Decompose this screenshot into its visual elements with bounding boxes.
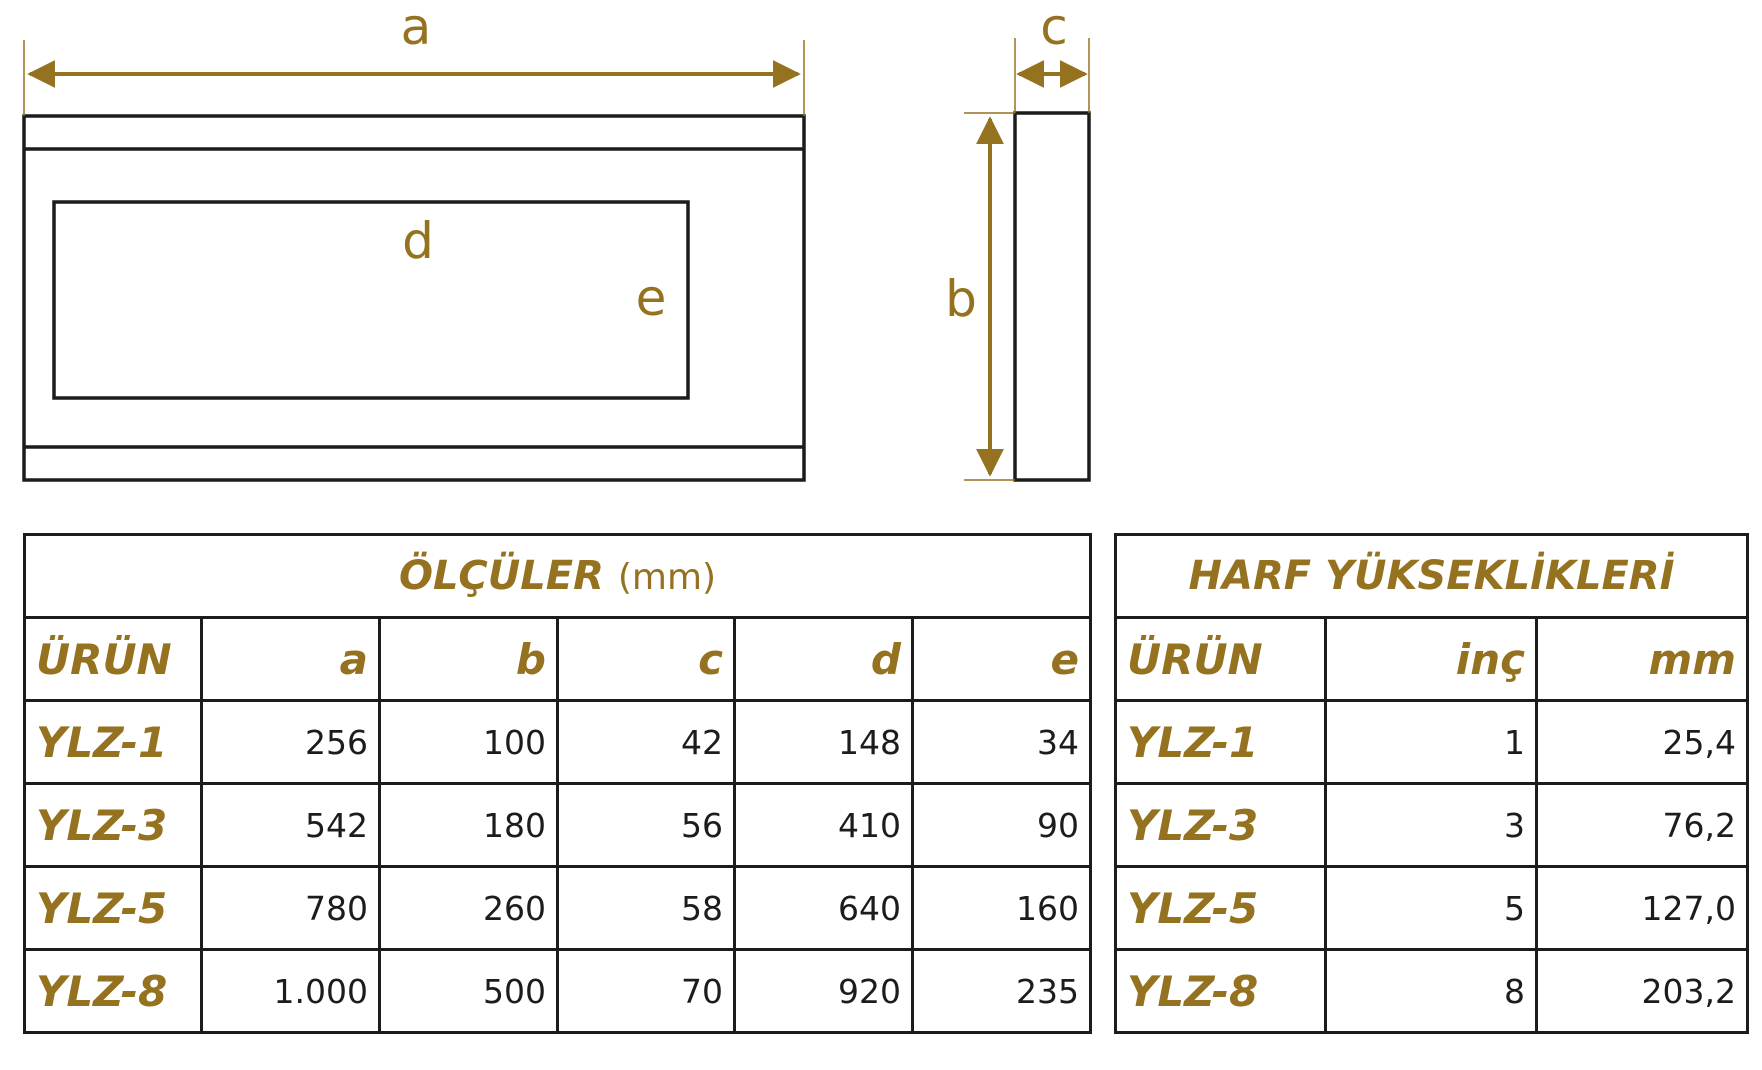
table-row: YLZ-1 1 25,4: [1114, 699, 1749, 785]
value-cell: 5: [1324, 865, 1538, 951]
column-header-b: b: [378, 616, 559, 702]
value-cell: 70: [556, 948, 736, 1034]
value-cell: 160: [911, 865, 1092, 951]
side-view: [1013, 111, 1091, 482]
dimension-a: a: [23, 0, 805, 116]
value-cell: 542: [200, 782, 381, 868]
letter-heights-table: HARF YÜKSEKLİKLERİ ÜRÜN inç mm YLZ-1 1 2…: [1114, 533, 1749, 1034]
column-header-c: c: [556, 616, 736, 702]
product-cell: YLZ-1: [1114, 699, 1327, 785]
front-inner-panel: [52, 200, 690, 400]
column-header-e: e: [911, 616, 1092, 702]
dim-d-label: d: [402, 212, 434, 270]
column-header-a: a: [200, 616, 381, 702]
value-cell: 500: [378, 948, 559, 1034]
dim-e-label: e: [636, 269, 667, 327]
table-row: YLZ-5 5 127,0: [1114, 865, 1749, 951]
table-row: YLZ-8 1.000 500 70 920 235: [23, 948, 1092, 1034]
column-header-mm: mm: [1535, 616, 1749, 702]
product-cell: YLZ-1: [23, 699, 203, 785]
value-cell: 58: [556, 865, 736, 951]
value-cell: 34: [911, 699, 1092, 785]
dimensions-table: ÖLÇÜLER (mm) ÜRÜN a b c d e YLZ-1 256 10…: [23, 533, 1092, 1034]
front-view: [22, 114, 806, 482]
value-cell: 920: [733, 948, 914, 1034]
column-header-product: ÜRÜN: [23, 616, 203, 702]
product-cell: YLZ-8: [23, 948, 203, 1034]
dim-b-label: b: [945, 270, 977, 328]
value-cell: 640: [733, 865, 914, 951]
dimensions-unit: (mm): [617, 557, 717, 598]
value-cell: 25,4: [1535, 699, 1749, 785]
dimensions-title: ÖLÇÜLER: [398, 553, 604, 599]
value-cell: 1.000: [200, 948, 381, 1034]
value-cell: 56: [556, 782, 736, 868]
value-cell: 260: [378, 865, 559, 951]
value-cell: 76,2: [1535, 782, 1749, 868]
value-cell: 100: [378, 699, 559, 785]
product-cell: YLZ-3: [1114, 782, 1327, 868]
dimension-b: b: [945, 112, 1015, 481]
value-cell: 256: [200, 699, 381, 785]
value-cell: 780: [200, 865, 381, 951]
product-cell: YLZ-5: [23, 865, 203, 951]
table-row: YLZ-8 8 203,2: [1114, 948, 1749, 1034]
product-cell: YLZ-8: [1114, 948, 1327, 1034]
column-header-product: ÜRÜN: [1114, 616, 1327, 702]
value-cell: 1: [1324, 699, 1538, 785]
value-cell: 235: [911, 948, 1092, 1034]
letter-heights-title: HARF YÜKSEKLİKLERİ: [1114, 533, 1749, 619]
value-cell: 180: [378, 782, 559, 868]
table-row: YLZ-3 542 180 56 410 90: [23, 782, 1092, 868]
column-header-inch: inç: [1324, 616, 1538, 702]
dimensions-header-row: ÜRÜN a b c d e: [23, 616, 1092, 702]
dimensions-title-row: ÖLÇÜLER (mm): [23, 533, 1092, 619]
value-cell: 410: [733, 782, 914, 868]
table-row: YLZ-5 780 260 58 640 160: [23, 865, 1092, 951]
value-cell: 42: [556, 699, 736, 785]
dimension-c: c: [1014, 0, 1090, 113]
value-cell: 203,2: [1535, 948, 1749, 1034]
product-cell: YLZ-5: [1114, 865, 1327, 951]
letter-heights-header-row: ÜRÜN inç mm: [1114, 616, 1749, 702]
letter-heights-title-row: HARF YÜKSEKLİKLERİ: [1114, 533, 1749, 619]
value-cell: 90: [911, 782, 1092, 868]
product-cell: YLZ-3: [23, 782, 203, 868]
dimensions-title-cell: ÖLÇÜLER (mm): [23, 533, 1092, 619]
dim-a-label: a: [401, 0, 432, 56]
value-cell: 127,0: [1535, 865, 1749, 951]
value-cell: 148: [733, 699, 914, 785]
front-outer-frame: [22, 114, 806, 482]
value-cell: 8: [1324, 948, 1538, 1034]
side-panel: [1013, 111, 1091, 482]
dimension-diagram: a d e c b: [22, 0, 1091, 482]
table-row: YLZ-1 256 100 42 148 34: [23, 699, 1092, 785]
table-row: YLZ-3 3 76,2: [1114, 782, 1749, 868]
value-cell: 3: [1324, 782, 1538, 868]
column-header-d: d: [733, 616, 914, 702]
dim-c-label: c: [1040, 0, 1068, 56]
